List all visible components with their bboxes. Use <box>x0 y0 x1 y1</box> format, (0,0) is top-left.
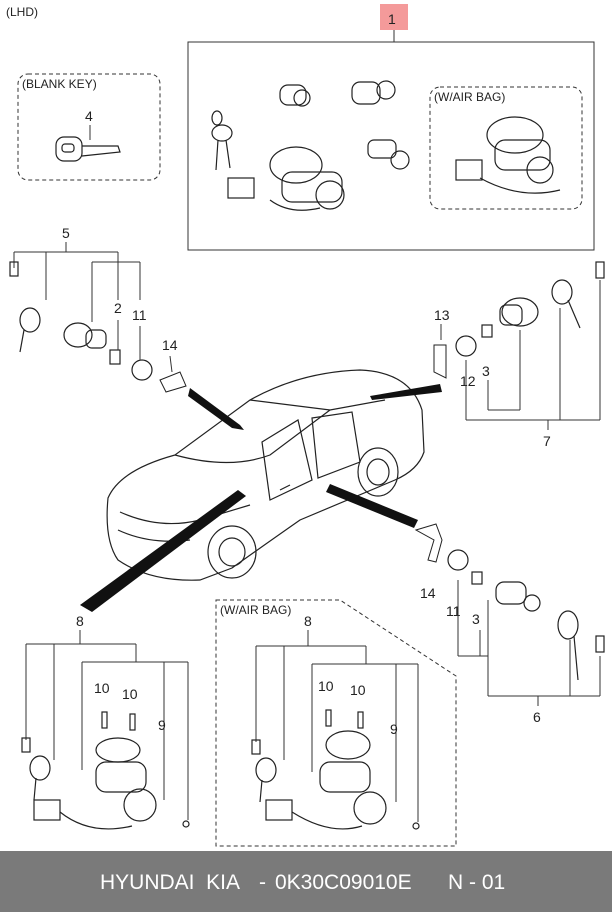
clip-icon <box>433 344 447 379</box>
callout-14-lower: 14 <box>420 585 436 601</box>
callout-6: 6 <box>533 709 541 725</box>
lower-door-lock-set-icon <box>447 549 605 681</box>
parts-diagram: (LHD) 1 (W/A <box>6 4 605 847</box>
airbag-upper-label: (W/AIR BAG) <box>434 90 505 104</box>
airbag-steering-lock-icon <box>455 116 561 194</box>
callout-8-right: 8 <box>304 613 312 629</box>
callout-13: 13 <box>434 307 450 323</box>
callout-2: 2 <box>114 300 122 316</box>
callout-8-right-leaders <box>255 630 419 822</box>
callout-1-highlight <box>380 4 408 30</box>
blank-key-icon <box>55 136 121 162</box>
footer-page: N - 01 <box>448 871 506 894</box>
airbag-lower-frame <box>215 599 457 847</box>
steering-lock-icon <box>227 146 345 211</box>
callout-7-leaders <box>465 280 601 430</box>
clip-icon <box>159 371 187 393</box>
callout-3-right: 3 <box>482 363 490 379</box>
callout-4: 4 <box>85 108 93 124</box>
airbag-upper-frame <box>429 86 583 210</box>
footer-part-number: 0K30C09010E <box>275 871 412 894</box>
callout-3-lower: 3 <box>472 611 480 627</box>
key-icon <box>211 110 233 171</box>
callout-14-left: 14 <box>162 337 178 353</box>
footer-bar: HYUNDAI KIA - 0K30C09010E N - 01 <box>0 851 612 912</box>
footer-separator: - <box>259 871 266 894</box>
airbag-ignition-lock-assembly-icon <box>251 709 420 830</box>
footer-brand: HYUNDAI KIA <box>100 871 241 894</box>
callout-10-right-a: 10 <box>318 678 334 694</box>
right-door-lock-set-icon <box>455 261 605 357</box>
callout-8-left: 8 <box>76 613 84 629</box>
callout-6-leaders <box>457 580 601 706</box>
car-illustration <box>106 369 425 581</box>
callout-10-right-b: 10 <box>350 682 366 698</box>
clip-icon <box>414 523 443 563</box>
callout-11-lower: 11 <box>446 603 461 619</box>
left-door-lock-set-icon <box>9 261 153 381</box>
callout-8-left-leaders <box>25 630 189 820</box>
assembly-1-parts <box>211 80 410 211</box>
callout-5-leaders <box>13 242 141 322</box>
corner-label: (LHD) <box>6 5 38 19</box>
callout-9-right: 9 <box>390 721 398 737</box>
ignition-lock-assembly-icon <box>21 711 190 830</box>
airbag-lower-label: (W/AIR BAG) <box>220 603 291 617</box>
callout-12: 12 <box>460 373 476 389</box>
callout-11-left: 11 <box>132 307 147 323</box>
callout-5: 5 <box>62 225 70 241</box>
assembly-1-frame <box>187 41 595 251</box>
callout-10-left-a: 10 <box>94 680 110 696</box>
callout-1: 1 <box>388 11 396 27</box>
callout-9-left: 9 <box>158 717 166 733</box>
callout-7: 7 <box>543 433 551 449</box>
callout-10-left-b: 10 <box>122 686 138 702</box>
blank-key-label: (BLANK KEY) <box>22 77 97 91</box>
leader-arrows <box>80 384 442 612</box>
lock-cylinder-icon <box>279 80 410 170</box>
